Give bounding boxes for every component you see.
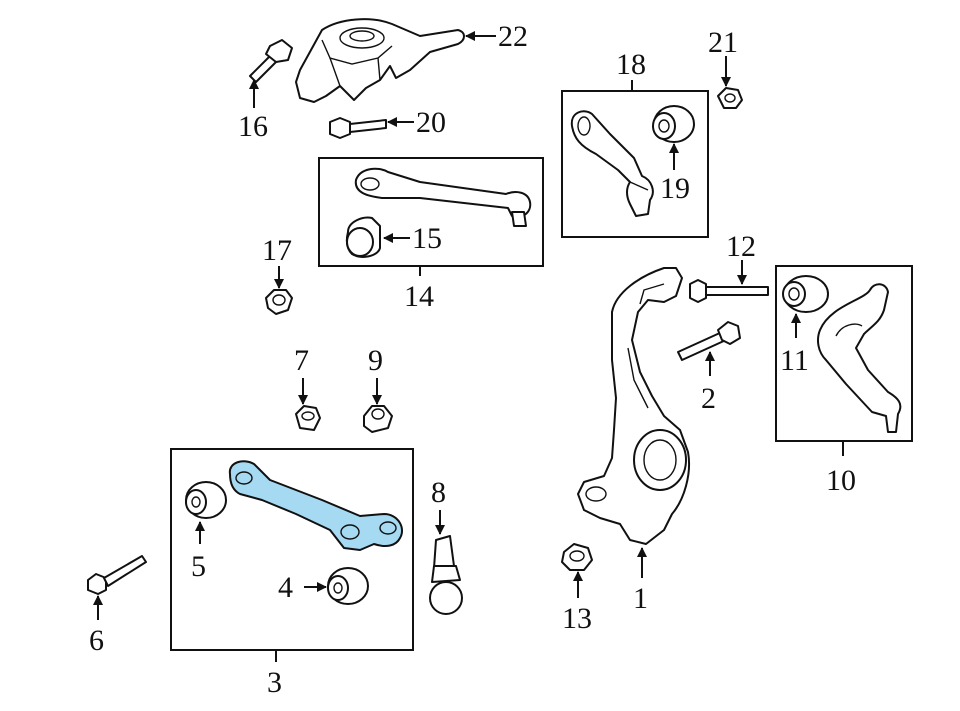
callout-19: 19 [660,172,690,205]
callout-9: 9 [368,344,383,377]
part-5-bushing[interactable] [185,481,227,519]
callout-labels: 22 16 20 18 21 19 15 14 17 12 11 2 10 7 … [89,20,856,699]
part-15-bushing[interactable] [345,216,381,258]
part-12-bolt[interactable] [689,279,769,303]
part-9-nut[interactable] [363,405,393,433]
part-11-bushing[interactable] [782,275,829,313]
callout-15: 15 [412,222,442,255]
part-7-nut[interactable] [295,405,321,431]
callout-21: 21 [708,26,738,59]
group-box-18 [561,90,709,238]
part-17-nut[interactable] [265,289,293,315]
part-8-ball-joint[interactable] [429,535,463,615]
callout-12: 12 [726,230,756,263]
group-box-14 [318,157,544,267]
callout-6: 6 [89,624,104,657]
callout-18: 18 [616,48,646,81]
part-16-bolt[interactable] [249,39,293,83]
callout-8: 8 [431,476,446,509]
group-box-3 [170,448,414,651]
callout-7: 7 [294,344,309,377]
callout-11: 11 [780,344,809,377]
part-19-bushing[interactable] [652,105,695,143]
callout-14: 14 [404,280,434,313]
callout-2: 2 [701,382,716,415]
part-20-bolt[interactable] [329,117,387,139]
part-21-nut[interactable] [717,87,743,109]
part-10-control-arm[interactable] [817,283,902,433]
part-22-mount-bracket[interactable] [295,18,465,103]
callout-5: 5 [191,550,206,583]
callout-1: 1 [633,582,648,615]
part-1-steering-knuckle[interactable] [577,267,690,545]
part-14-control-arm[interactable] [354,167,532,227]
part-3-lower-control-arm-highlighted[interactable] [228,460,403,551]
callout-10: 10 [826,464,856,497]
part-18-link-arm[interactable] [570,110,654,217]
part-4-bushing[interactable] [327,567,369,605]
leader-lines [93,31,844,662]
callout-13: 13 [562,602,592,635]
callout-4: 4 [278,571,293,604]
part-2-bolt[interactable] [677,321,741,361]
callout-20: 20 [416,106,446,139]
callout-3: 3 [267,666,282,699]
callout-17: 17 [262,234,292,267]
callout-16: 16 [238,110,268,143]
part-6-bolt[interactable] [87,555,147,595]
part-13-nut[interactable] [561,543,593,571]
callout-22: 22 [498,20,528,53]
